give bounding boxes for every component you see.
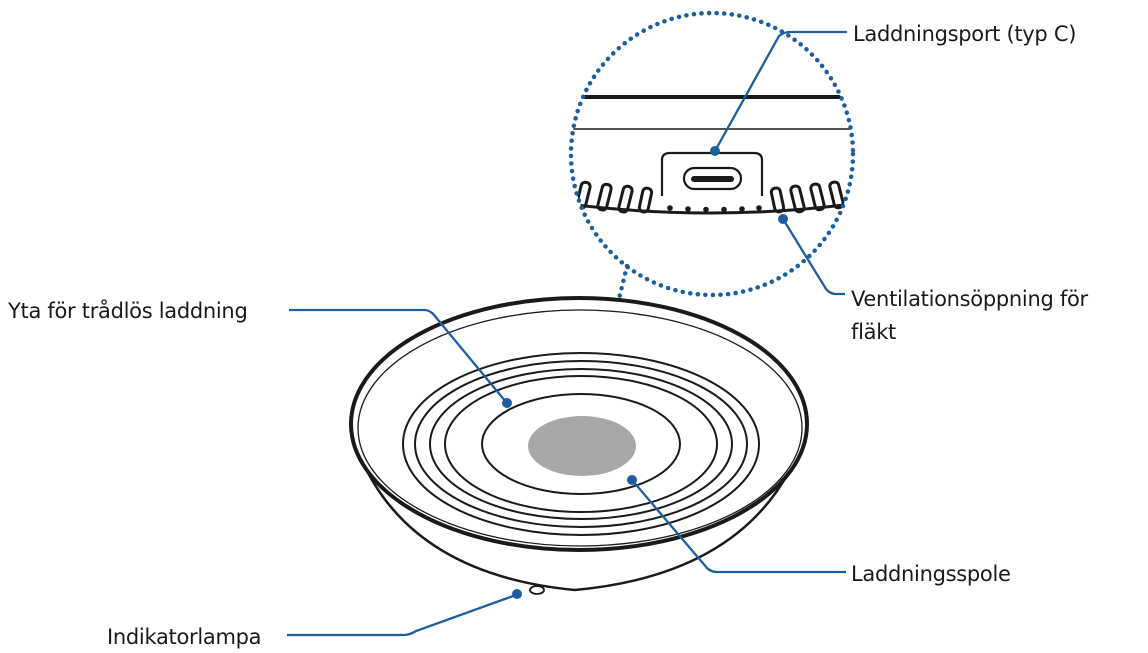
indicator-lamp-shape	[529, 585, 545, 595]
label-ventilation-line2: fläkt	[851, 320, 896, 344]
label-ventilation: Ventilationsöppning för fläkt	[851, 283, 1088, 349]
label-charging-coil: Laddningsspole	[851, 562, 1011, 586]
label-ventilation-line1: Ventilationsöppning för	[851, 287, 1088, 311]
charging-coil-shape	[528, 416, 636, 476]
zoom-detail	[571, 95, 853, 215]
label-indicator-light: Indikatorlampa	[107, 625, 262, 649]
callout-line-coil	[631, 479, 846, 574]
usb-c-port-tongue	[691, 176, 734, 182]
charger-body	[349, 296, 809, 595]
usb-c-port-icon	[682, 166, 743, 191]
callout-dots	[502, 146, 788, 599]
zoom-tail	[615, 263, 630, 306]
callout-lines	[287, 30, 847, 637]
vent-slots-right	[769, 180, 845, 214]
charging-rings	[402, 352, 760, 536]
zoom-circle-outline	[568, 10, 856, 298]
label-charging-surface: Yta för trådlös laddning	[8, 299, 248, 323]
callout-line-surface	[289, 308, 507, 403]
vent-dots	[667, 205, 762, 213]
callout-line-port	[713, 30, 847, 152]
label-charging-port: Laddningsport (typ C)	[853, 22, 1077, 46]
callout-line-vent	[782, 218, 845, 296]
callout-line-indicator	[287, 593, 517, 637]
charger-inner-rim	[357, 309, 803, 547]
